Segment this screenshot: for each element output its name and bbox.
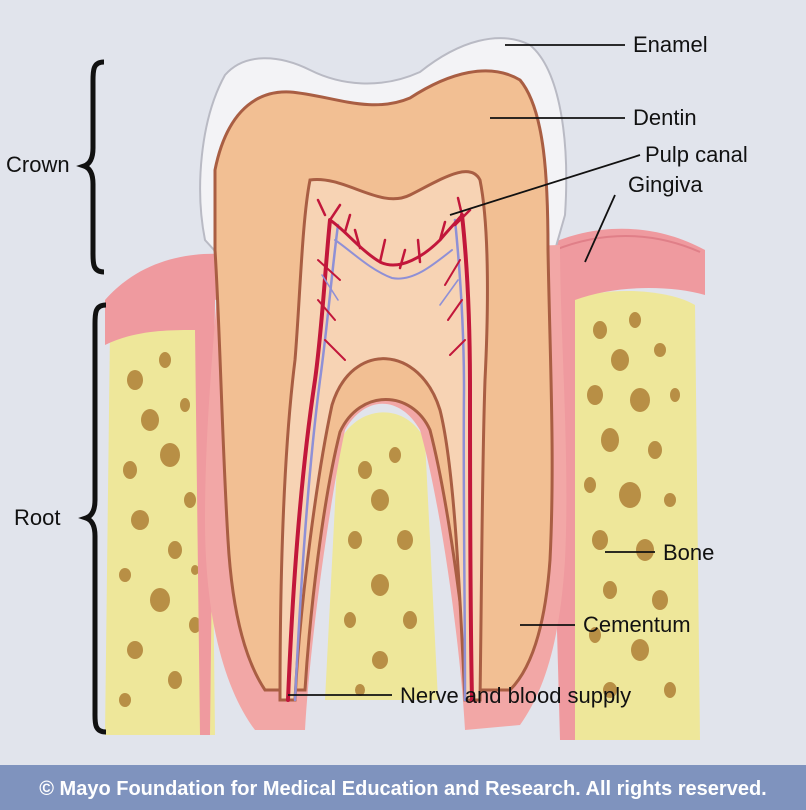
cementum-label: Cementum (583, 612, 691, 637)
nerve-and-blood-supply-label: Nerve and blood supply (400, 683, 631, 708)
dentin-label: Dentin (633, 105, 697, 130)
gingiva-label: Gingiva (628, 172, 703, 197)
pulp-canal-label: Pulp canal (645, 142, 748, 167)
bone-label: Bone (663, 540, 714, 565)
enamel-label: Enamel (633, 32, 708, 57)
copyright-text: © Mayo Foundation for Medical Education … (39, 778, 766, 800)
bone-right (565, 291, 700, 740)
crown-label: Crown (6, 152, 70, 177)
root-label: Root (14, 505, 60, 530)
